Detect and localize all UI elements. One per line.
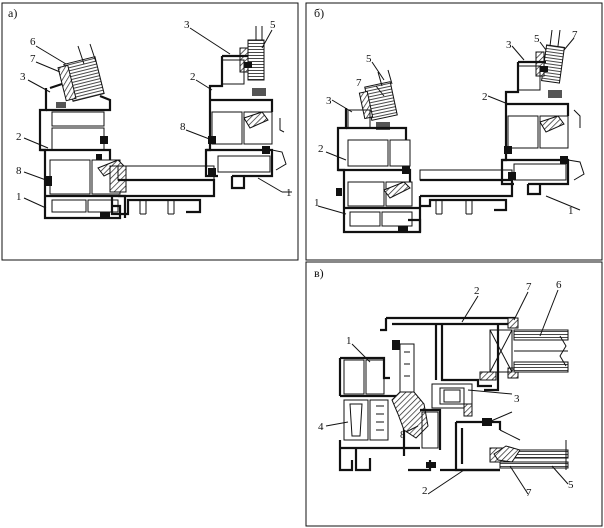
callout-5: 5 xyxy=(366,53,372,65)
callout-2: 2 xyxy=(474,285,480,297)
panel-b-frame xyxy=(305,2,603,261)
callout-3: 3 xyxy=(506,39,512,51)
panel-v: в) 2 7 6 1 3 4 8 2 7 5 xyxy=(305,261,603,527)
panel-b: б) 5 7 3 2 1 3 5 7 2 1 xyxy=(305,2,603,261)
panel-a-labels: а) 6 7 3 2 8 1 3 5 2 8 1 xyxy=(8,6,292,203)
callout-3: 3 xyxy=(514,393,520,405)
panel-b-left-frame xyxy=(336,108,422,234)
panel-v-upper-glass xyxy=(489,329,569,373)
panel-a-left-frame xyxy=(38,82,127,220)
callout-5: 5 xyxy=(270,19,276,31)
callout-8: 8 xyxy=(180,121,186,133)
panel-a-title: а) xyxy=(8,6,17,20)
callout-6: 6 xyxy=(556,279,562,291)
callout-7: 7 xyxy=(526,281,532,293)
panel-b-title: б) xyxy=(314,6,324,20)
panel-v-lower-sash xyxy=(408,418,521,472)
callout-7: 7 xyxy=(30,53,36,65)
callout-7: 7 xyxy=(356,77,362,89)
callout-3: 3 xyxy=(184,19,190,31)
callout-8: 8 xyxy=(16,165,22,177)
panel-b-right-glass xyxy=(535,29,565,84)
callout-3: 3 xyxy=(20,71,26,83)
callout-8: 8 xyxy=(400,429,406,441)
callout-1: 1 xyxy=(314,197,320,209)
callout-5: 5 xyxy=(534,33,540,45)
callout-2: 2 xyxy=(190,71,196,83)
panel-v-upper-sash xyxy=(380,316,519,392)
callout-1: 1 xyxy=(346,335,352,347)
callout-5: 5 xyxy=(568,479,574,491)
callout-1: 1 xyxy=(16,191,22,203)
panel-a-left-glass xyxy=(57,43,105,102)
panel-b-connector xyxy=(418,169,516,215)
panel-b-right-frame xyxy=(500,60,585,196)
panel-v-title: в) xyxy=(314,266,324,280)
callout-1: 1 xyxy=(568,205,574,217)
panel-v-lower-glass xyxy=(493,440,569,470)
panel-v-central-seal xyxy=(391,383,473,450)
panel-v-labels: в) 2 7 6 1 3 4 8 2 7 5 xyxy=(314,266,574,499)
panel-b-labels: б) 5 7 3 2 1 3 5 7 2 1 xyxy=(314,6,578,217)
callout-2: 2 xyxy=(482,91,488,103)
panel-a-frame xyxy=(1,2,299,261)
panel-a: а) 6 7 3 2 8 1 3 5 2 8 1 xyxy=(1,2,299,261)
panel-b-left-glass xyxy=(358,69,398,130)
callout-7: 7 xyxy=(526,487,532,499)
callout-2: 2 xyxy=(318,143,324,155)
panel-v-frame xyxy=(305,261,603,527)
callout-4: 4 xyxy=(318,421,324,433)
panel-v-leaders xyxy=(325,289,569,495)
callout-2: 2 xyxy=(422,485,428,497)
callout-2: 2 xyxy=(16,131,22,143)
callout-7: 7 xyxy=(572,29,578,41)
callout-6: 6 xyxy=(30,36,36,48)
callout-1: 1 xyxy=(286,187,292,199)
panel-a-leaders xyxy=(23,27,292,209)
panel-a-connector xyxy=(110,165,216,216)
panel-b-leaders xyxy=(317,37,581,215)
callout-3: 3 xyxy=(326,95,332,107)
panel-a-right-frame xyxy=(204,54,287,190)
